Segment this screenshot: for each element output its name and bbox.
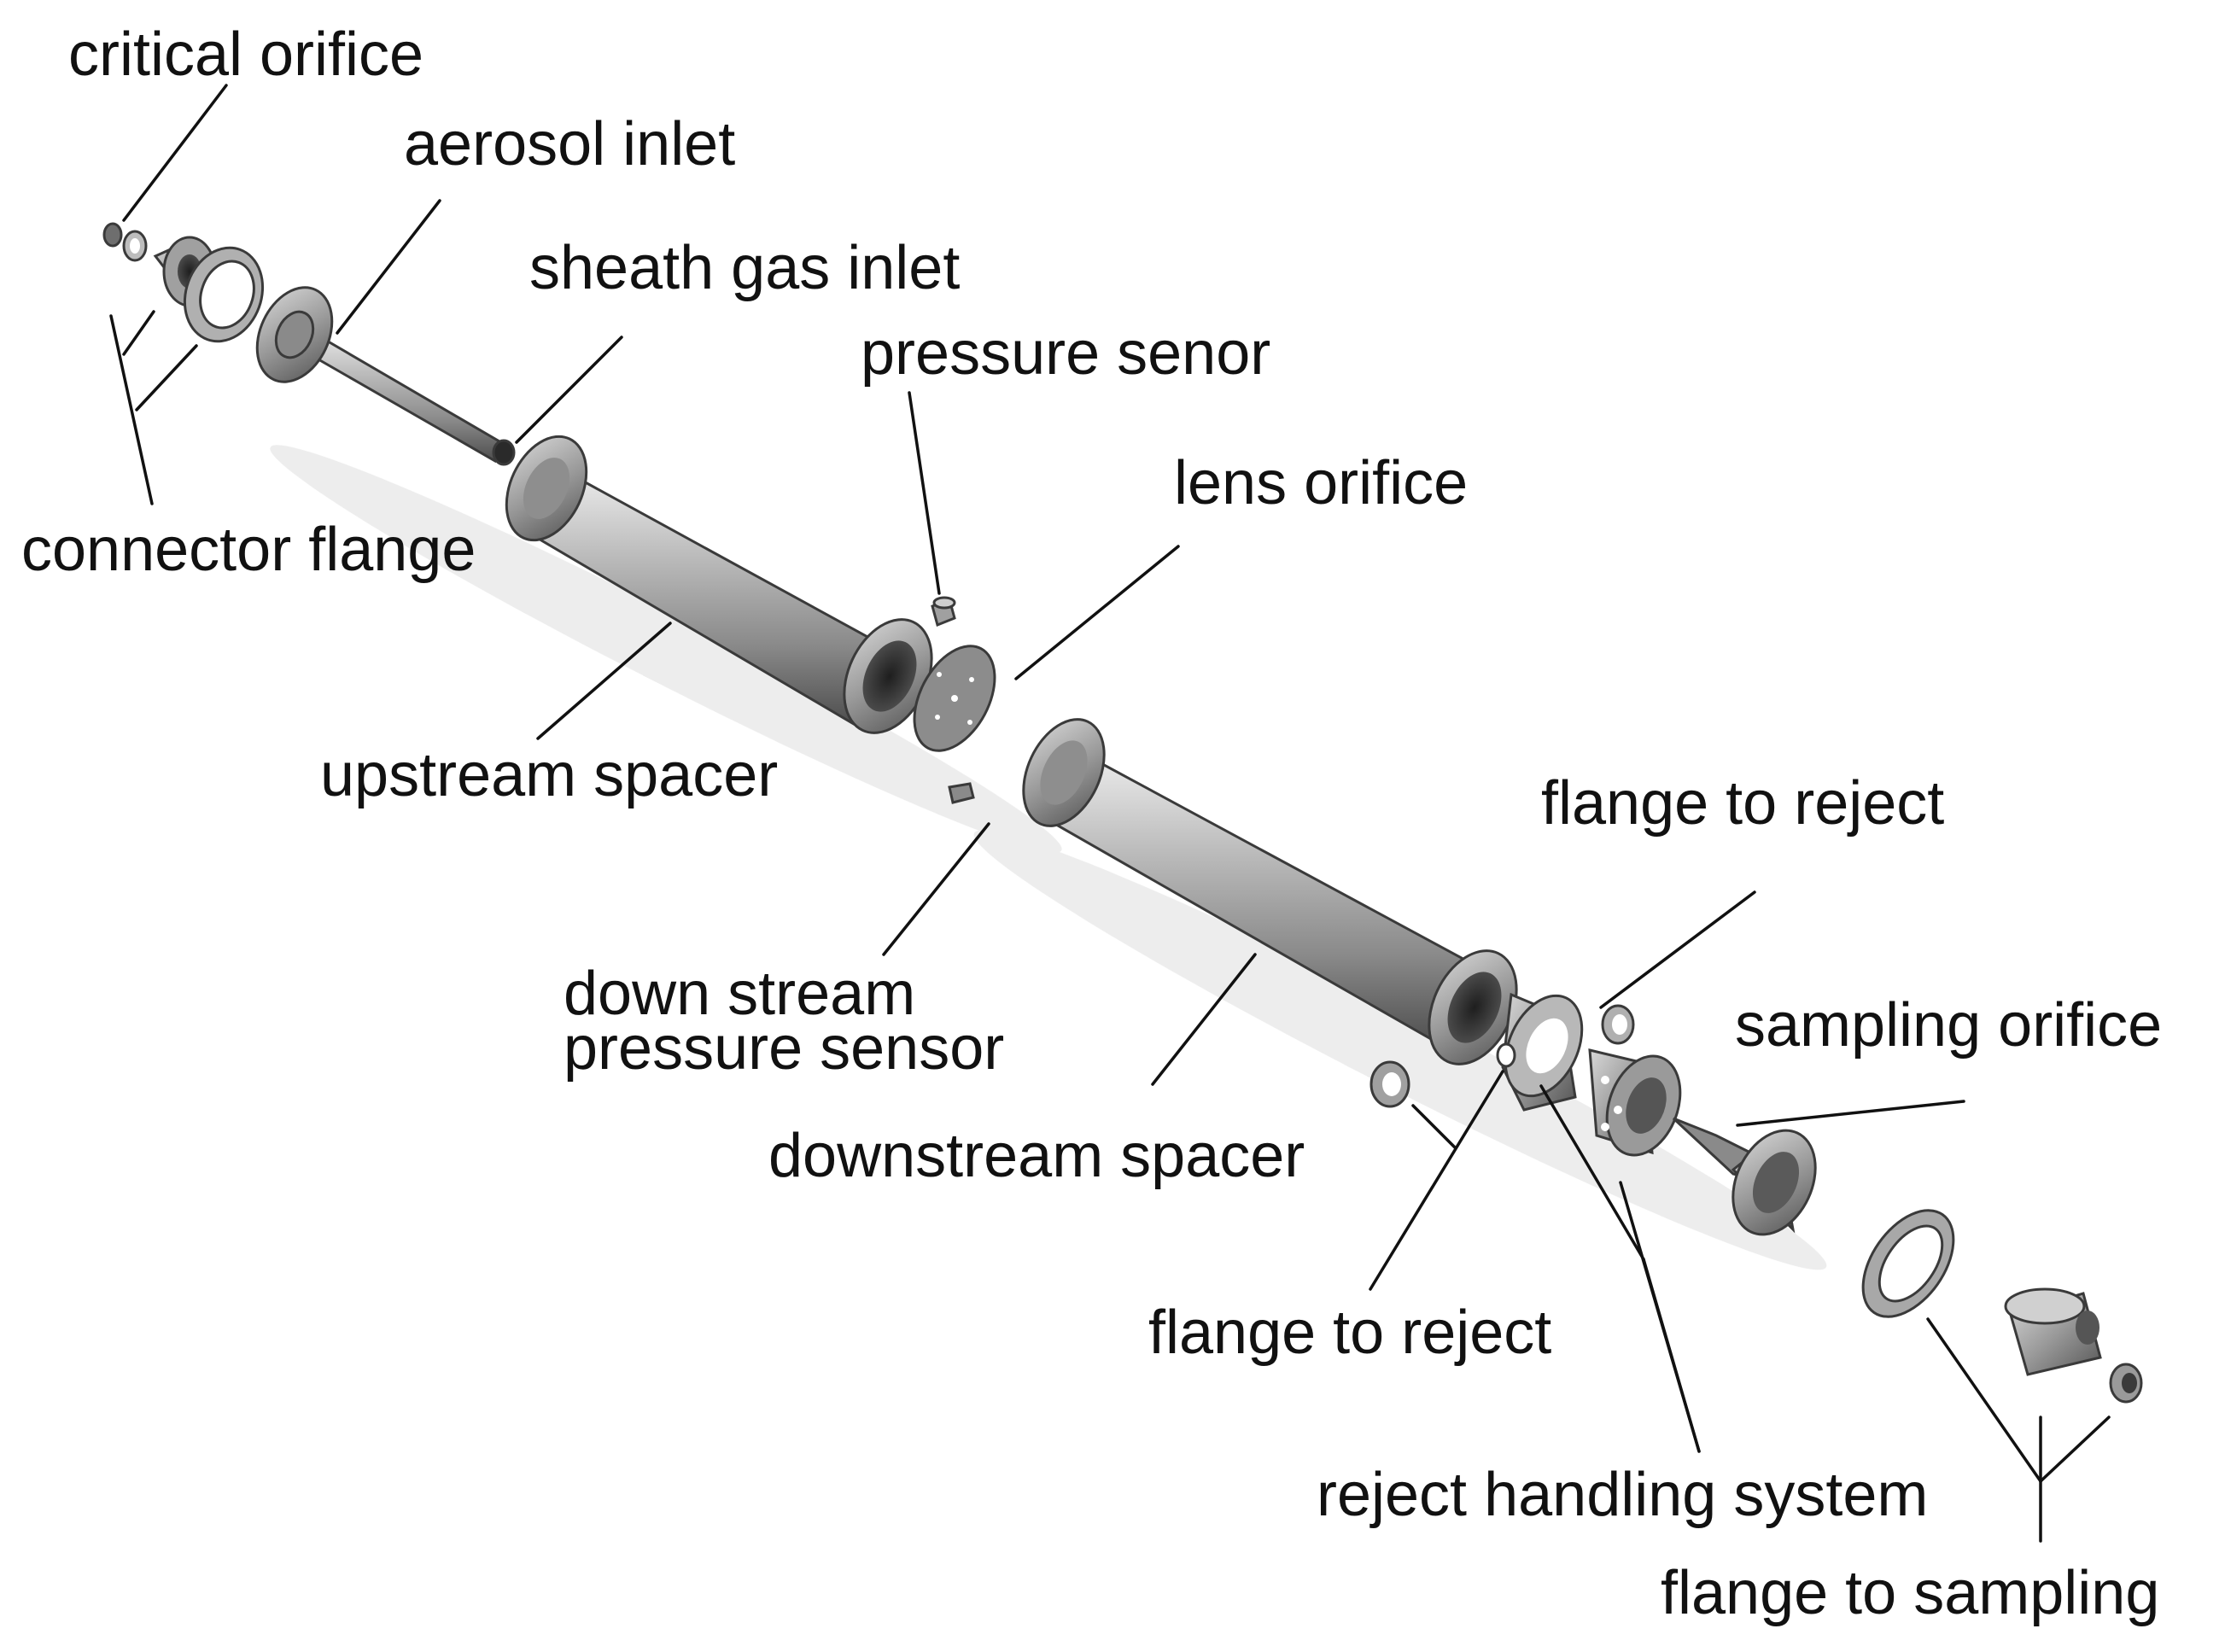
leader-down-stream-sensor <box>882 822 990 956</box>
leader-reject-handling-c <box>1642 1258 1701 1453</box>
leader-connector-a <box>109 314 154 505</box>
flange-to-reject-ring <box>1369 1060 1410 1108</box>
leader-aerosol-inlet <box>336 199 441 335</box>
label-flange-to-sampling: flange to sampling <box>1661 1559 2159 1627</box>
label-reject-handling-system: reject handling system <box>1317 1461 1928 1529</box>
label-down-stream: down stream <box>564 960 915 1028</box>
sampling-orifice-part <box>1672 1117 1817 1236</box>
pressure-sensor-part <box>931 596 956 628</box>
flange-to-sampling-ring <box>1861 1209 1955 1318</box>
aerosol-inlet-part <box>255 286 516 466</box>
leader-lines <box>109 84 2111 1543</box>
leader-upstream-spacer <box>536 622 672 740</box>
leader-sampling-orifice <box>1736 1100 1965 1127</box>
critical-orifice-part <box>102 222 123 248</box>
label-critical-orifice: critical orifice <box>68 20 423 89</box>
leader-reject-handling-a <box>1539 1084 1645 1261</box>
label-sheath-gas-inlet: sheath gas inlet <box>529 234 960 302</box>
lens-orifice-part <box>913 645 996 752</box>
leader-pressure-senor <box>908 391 941 595</box>
connector-flange-ring <box>183 246 265 343</box>
leader-connector-b <box>122 310 155 356</box>
flange-to-reject-block <box>1496 992 1584 1112</box>
downstream-pressure-sensor-part <box>948 782 975 804</box>
label-upstream-spacer: upstream spacer <box>320 741 778 809</box>
labels: critical orifice aerosol inlet sheath ga… <box>21 20 2162 1627</box>
leader-flange-reject-bottom-b <box>1411 1104 1457 1150</box>
label-downstream-spacer: downstream spacer <box>768 1122 1305 1190</box>
label-lens-orifice: lens orifice <box>1174 449 1468 517</box>
label-pressure-senor: pressure senor <box>861 319 1270 388</box>
flange-to-sampling-block <box>2004 1287 2102 1376</box>
label-flange-to-reject-bottom: flange to reject <box>1148 1299 1551 1367</box>
label-connector-flange: connector flange <box>21 516 476 584</box>
label-aerosol-inlet: aerosol inlet <box>404 110 735 178</box>
leader-connector-c <box>135 344 198 412</box>
shadow-layer <box>270 445 1827 1270</box>
upstream-spacer-part <box>505 435 933 734</box>
connector-flange-small-ring <box>122 230 148 262</box>
flange-to-sampling-small-fitting <box>2109 1363 2143 1404</box>
leader-flange-sampling-b <box>1926 1317 2042 1483</box>
reject-handling-system-part <box>1588 1048 1682 1157</box>
leader-sheath-gas-inlet <box>515 336 623 444</box>
label-down-stream-pressure-sensor: pressure sensor <box>564 1014 1004 1083</box>
label-sampling-orifice: sampling orifice <box>1735 991 2162 1059</box>
flange-to-reject-small-ring <box>1601 1004 1635 1045</box>
leader-downstream-spacer <box>1151 953 1257 1086</box>
label-flange-to-reject-top: flange to reject <box>1541 769 1944 838</box>
leader-flange-reject-top <box>1599 890 1756 1009</box>
leader-critical-orifice <box>122 84 228 222</box>
leader-flange-reject-bottom-a <box>1369 1070 1504 1291</box>
leader-lens-orifice <box>1014 545 1180 680</box>
downstream-spacer-part <box>1022 718 1518 1065</box>
leader-flange-sampling-d <box>2039 1416 2111 1483</box>
